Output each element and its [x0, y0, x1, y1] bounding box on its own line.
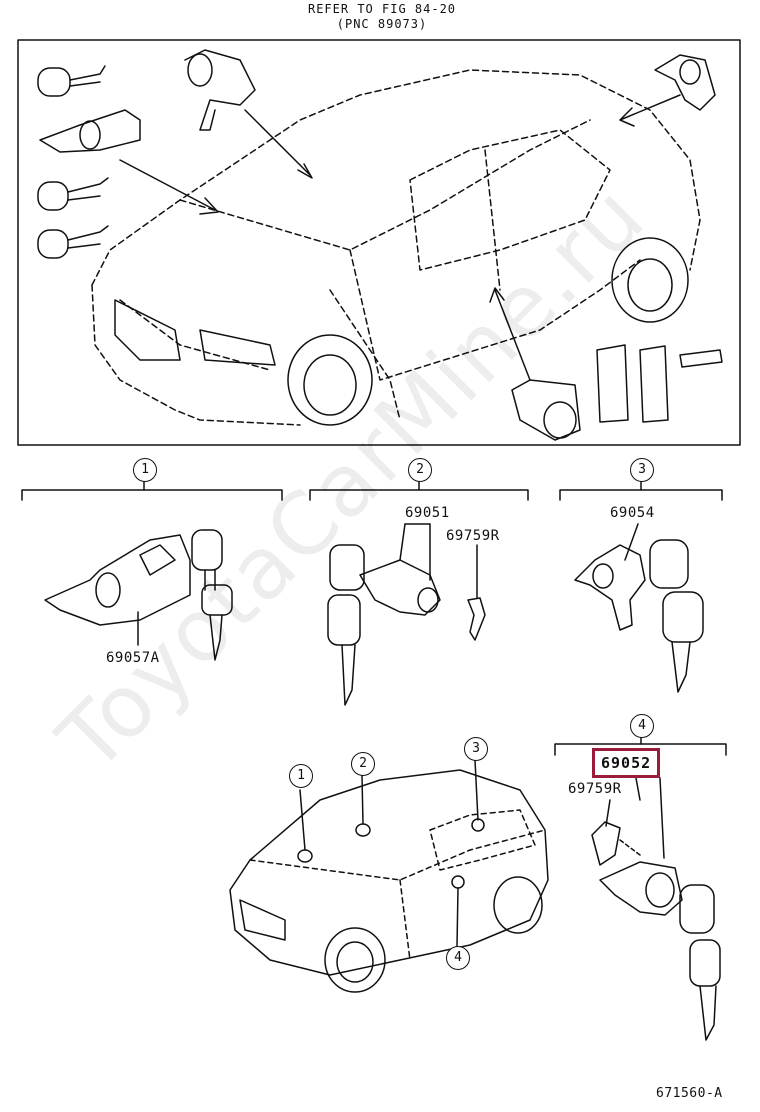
part-label-69051[interactable]: 69051: [405, 505, 450, 521]
part-label-69052-highlighted[interactable]: 69052: [592, 748, 661, 778]
section-number-3: 3: [630, 458, 654, 482]
locator-marker-1: 1: [289, 764, 313, 788]
locator-marker-4: 4: [446, 946, 470, 970]
locator-car-drawing: [229, 759, 549, 993]
part-69054-drawing: [574, 523, 704, 693]
main-car-solid: [114, 237, 689, 426]
overview-lock-parts: [184, 49, 723, 441]
section-number-4: 4: [630, 714, 654, 738]
overview-frame: [17, 39, 741, 446]
section-number-2: 2: [408, 458, 432, 482]
overview-keys: [37, 65, 141, 259]
section-brackets: [21, 477, 727, 756]
locator-marker-2: 2: [351, 752, 375, 776]
reference-line-2: (PNC 89073): [336, 17, 428, 31]
main-car-drawing: [91, 69, 701, 426]
overview-arrows: [119, 94, 681, 381]
diagram-code: 671560-A: [656, 1086, 723, 1101]
part-label-69054[interactable]: 69054: [610, 505, 655, 521]
part-69057A-drawing: [44, 529, 233, 661]
locator-marker-3: 3: [464, 737, 488, 761]
part-label-69759R-upper[interactable]: 69759R: [446, 528, 500, 544]
section-number-1: 1: [133, 458, 157, 482]
part-label-69057A[interactable]: 69057A: [106, 650, 160, 666]
part-label-69759R-lower[interactable]: 69759R: [568, 781, 622, 797]
part-69051-drawing: [327, 523, 486, 706]
part-69052-drawing: [591, 777, 721, 1041]
reference-line-1: REFER TO FIG 84-20: [307, 2, 457, 16]
